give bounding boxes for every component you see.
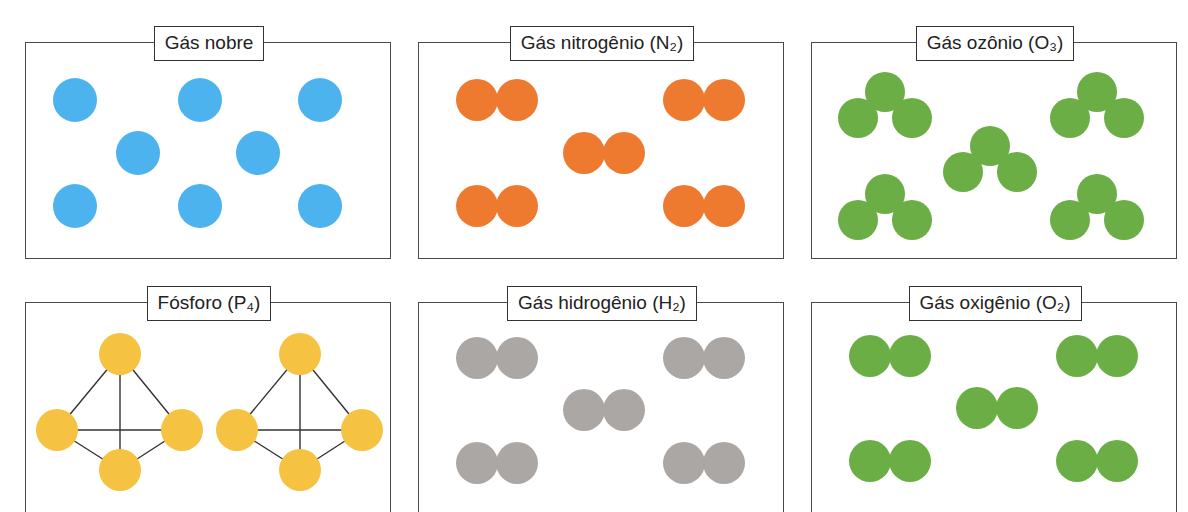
panel-heading: Gás oxigênio (O₂) [909, 286, 1082, 321]
atom [298, 184, 342, 228]
atom [216, 409, 258, 451]
atom [456, 337, 498, 379]
atom [1056, 335, 1098, 377]
atom [456, 185, 498, 227]
atom [603, 132, 645, 174]
atom [116, 131, 160, 175]
panel-heading: Gás nobre [154, 26, 265, 61]
atom [161, 409, 203, 451]
nitrogen-molecules [456, 79, 745, 227]
atom [889, 440, 931, 482]
atom [496, 79, 538, 121]
atom [456, 442, 498, 484]
noble-gas-atoms [53, 78, 342, 228]
atom [279, 333, 321, 375]
atom [703, 337, 745, 379]
panel-heading: Gás nitrogênio (N₂) [510, 26, 695, 61]
substance-panel: Gás hidrogênio (H₂) [418, 302, 784, 512]
atom [99, 333, 141, 375]
atom [703, 442, 745, 484]
phosphorus-bonds [57, 354, 362, 470]
atom [703, 185, 745, 227]
atom [1050, 98, 1090, 138]
substance-panel: Gás oxigênio (O₂) [811, 302, 1177, 512]
substance-panel: Gás ozônio (O₃) [811, 42, 1177, 259]
atom [496, 337, 538, 379]
atom [1050, 200, 1090, 240]
atom [1096, 440, 1138, 482]
atom [603, 389, 645, 431]
substance-panel: Gás nitrogênio (N₂) [418, 42, 784, 259]
atom [838, 98, 878, 138]
atom [99, 449, 141, 491]
atom [1104, 98, 1144, 138]
atom [703, 79, 745, 121]
atom [663, 185, 705, 227]
atom [892, 98, 932, 138]
atom [1056, 440, 1098, 482]
ozone-molecules [838, 72, 1144, 240]
atom [298, 78, 342, 122]
atom [341, 409, 383, 451]
panel-heading: Gás ozônio (O₃) [916, 26, 1075, 61]
atom [1104, 200, 1144, 240]
atom [496, 442, 538, 484]
atom [849, 335, 891, 377]
atom [456, 79, 498, 121]
atom [36, 409, 78, 451]
atom [496, 185, 538, 227]
atom [279, 449, 321, 491]
atom [178, 184, 222, 228]
atom [889, 335, 931, 377]
atom [892, 200, 932, 240]
panel-heading: Gás hidrogênio (H₂) [507, 286, 697, 321]
atom [849, 440, 891, 482]
atom [1096, 335, 1138, 377]
atom [663, 79, 705, 121]
atom [663, 442, 705, 484]
phosphorus-atoms [36, 333, 383, 491]
panel-heading: Fósforo (P₄) [147, 286, 272, 321]
atom [178, 78, 222, 122]
substance-panel: Fósforo (P₄) [25, 302, 391, 512]
atom [236, 131, 280, 175]
atom [997, 152, 1037, 192]
atom [53, 78, 97, 122]
oxygen-molecules [849, 335, 1138, 482]
atom [996, 387, 1038, 429]
atom [563, 389, 605, 431]
substance-panel: Gás nobre [25, 42, 391, 259]
atom [956, 387, 998, 429]
atom [838, 200, 878, 240]
atom [943, 152, 983, 192]
hydrogen-molecules [456, 337, 745, 484]
atom [563, 132, 605, 174]
atom [663, 337, 705, 379]
atom [53, 184, 97, 228]
